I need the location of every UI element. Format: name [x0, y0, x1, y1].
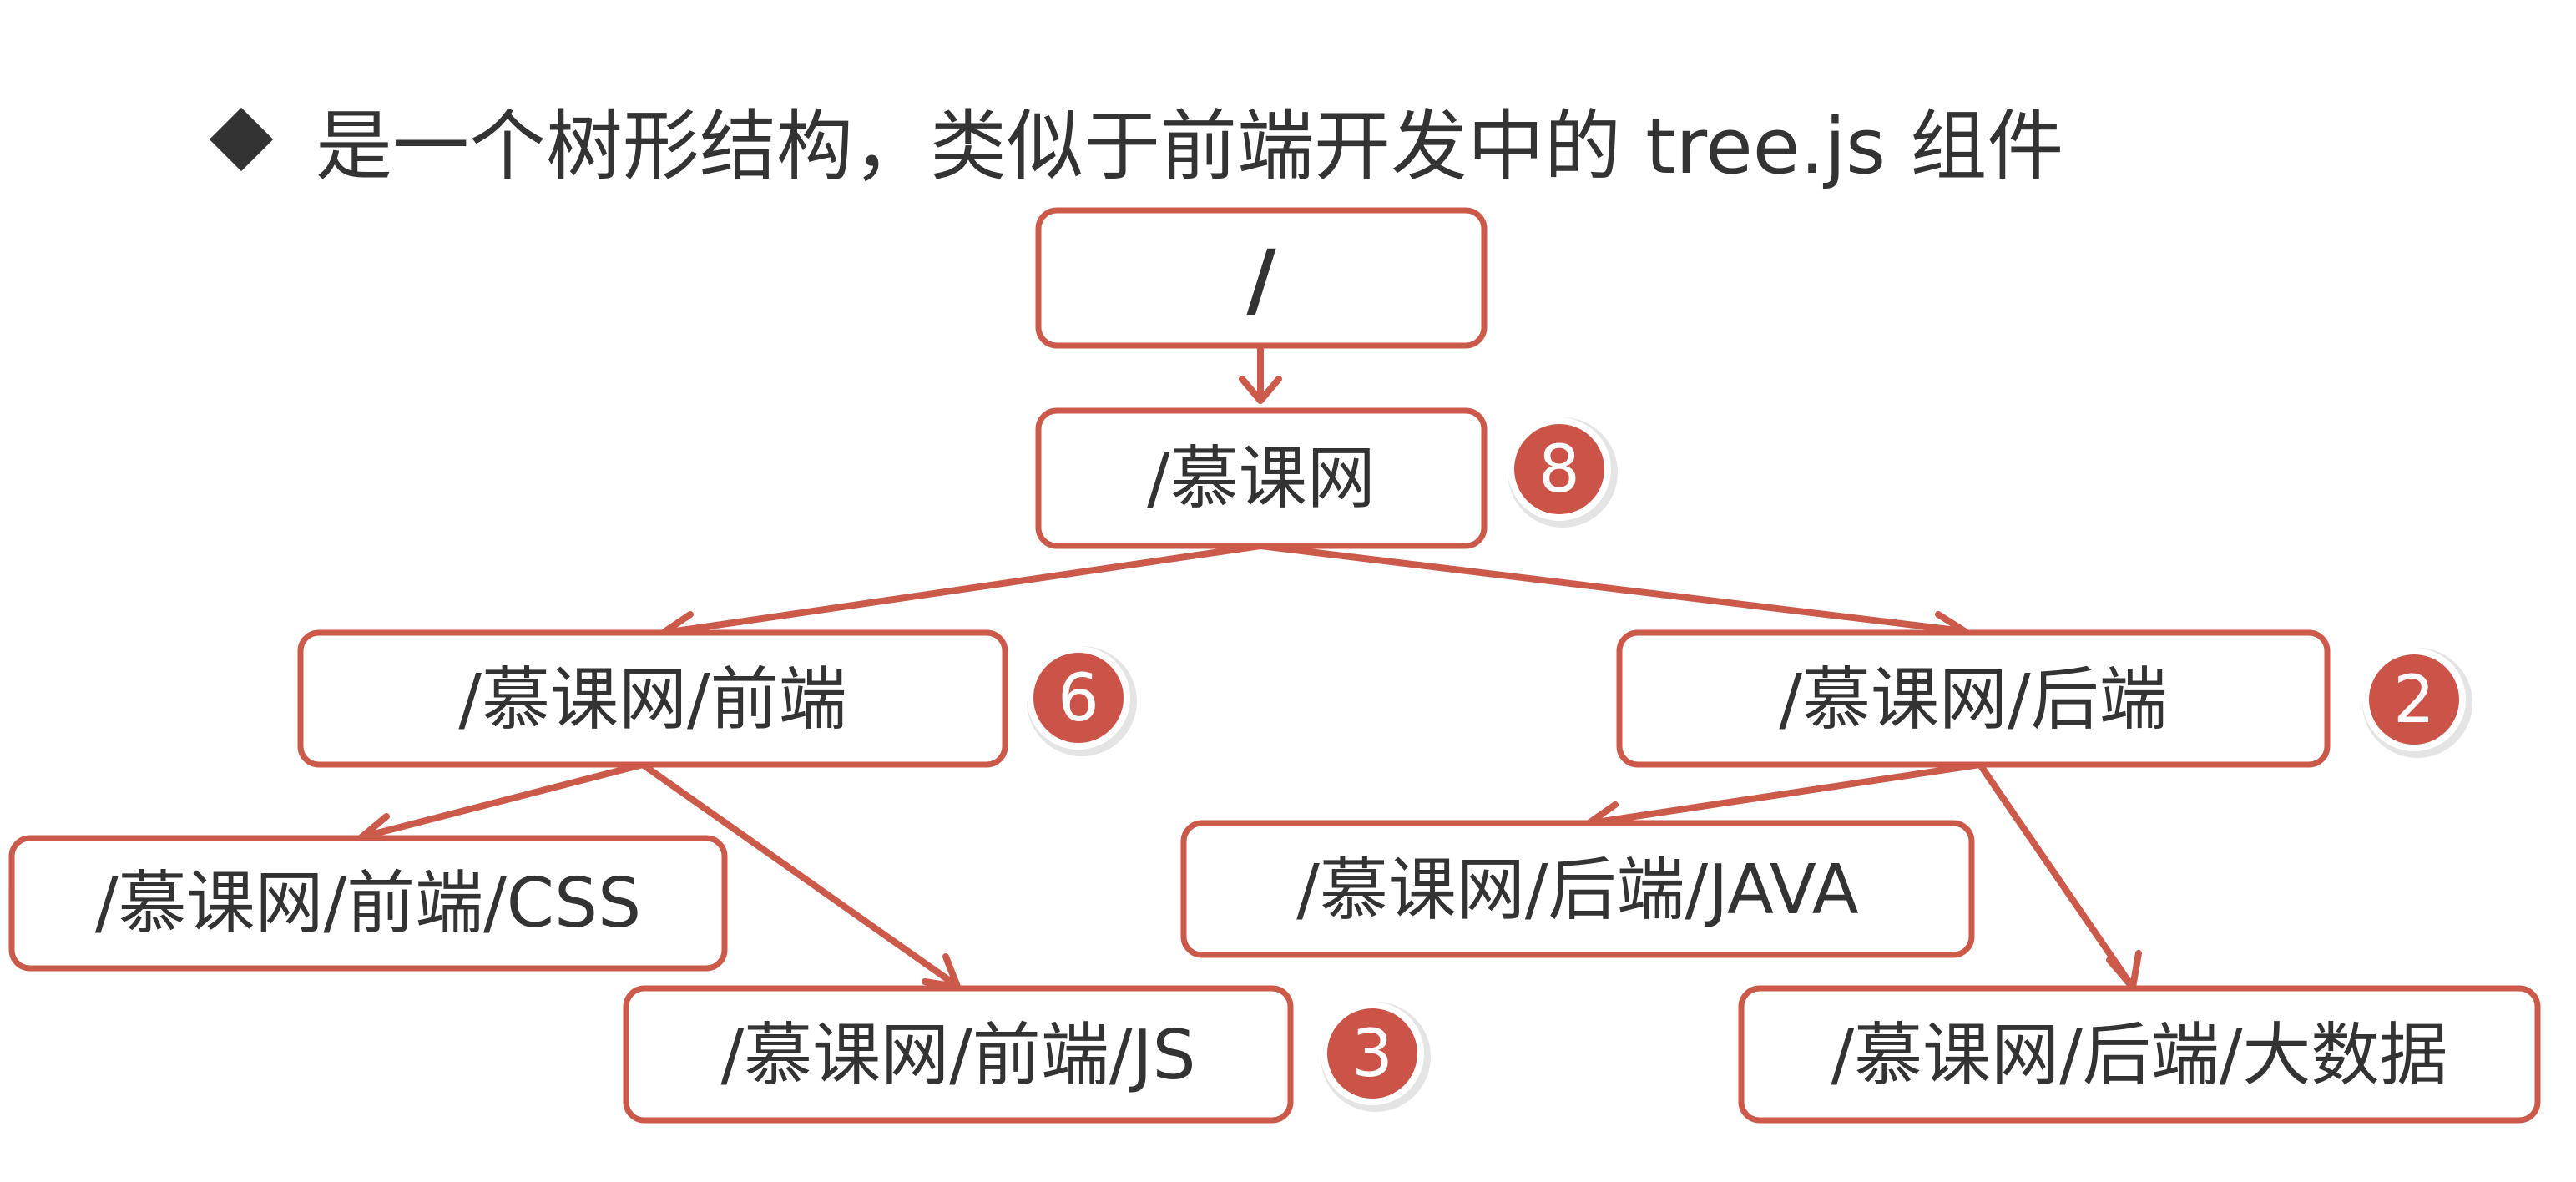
node-bigdata-label: /慕课网/后端/大数据	[1831, 1016, 2448, 1095]
edge-frontend-css	[363, 761, 644, 840]
badge-imooc-count: 8	[1538, 432, 1580, 508]
node-css-label: /慕课网/前端/CSS	[95, 864, 641, 943]
edge-backend-bigdata	[1977, 762, 2134, 988]
badge-js-circle	[1321, 1002, 1424, 1105]
node-imooc-label: /慕课网	[1147, 439, 1376, 518]
node-js-box	[623, 985, 1294, 1124]
node-imooc: /慕课网	[1035, 407, 1488, 549]
badge-js-count: 3	[1351, 1017, 1393, 1092]
badge-backend: 2	[2362, 648, 2472, 758]
node-java: /慕课网/后端/JAVA	[1180, 820, 1975, 958]
heading-text: 是一个树形结构，类似于前端开发中的 tree.js 组件	[316, 101, 2064, 191]
node-root: /	[1035, 207, 1488, 349]
edge-backend-java	[1589, 761, 1981, 826]
node-frontend-box	[297, 629, 1008, 768]
node-bigdata-box	[1738, 985, 2541, 1124]
node-bigdata: /慕课网/后端/大数据	[1738, 985, 2541, 1124]
node-frontend: /慕课网/前端	[297, 629, 1008, 768]
node-backend-label: /慕课网/后端	[1779, 660, 2167, 740]
node-backend-box	[1616, 629, 2331, 768]
node-java-box	[1180, 820, 1975, 958]
badge-frontend-count: 6	[1058, 661, 1099, 736]
node-root-box	[1035, 207, 1488, 349]
node-css-box	[8, 835, 728, 972]
edge-imooc-frontend	[664, 543, 1261, 636]
badge-backend-count: 2	[2393, 663, 2435, 738]
node-imooc-box	[1035, 407, 1488, 549]
node-css: /慕课网/前端/CSS	[8, 835, 728, 972]
node-js-label: /慕课网/前端/JS	[720, 1016, 1195, 1095]
node-java-label: /慕课网/后端/JAVA	[1296, 851, 1858, 930]
badge-js: 3	[1321, 1002, 1431, 1112]
edge-imooc-backend	[1260, 543, 1964, 634]
badge-frontend: 6	[1027, 646, 1137, 756]
node-root-label: /	[1246, 233, 1276, 326]
arrowhead-root-imooc	[1239, 376, 1282, 404]
badge-imooc: 8	[1508, 417, 1618, 528]
slide-heading: 是一个树形结构，类似于前端开发中的 tree.js 组件	[209, 93, 2063, 191]
node-js: /慕课网/前端/JS	[623, 985, 1294, 1124]
node-backend: /慕课网/后端	[1616, 629, 2331, 768]
badge-frontend-circle	[1027, 646, 1130, 750]
edge-frontend-js	[640, 761, 958, 988]
badge-imooc-circle	[1508, 417, 1611, 521]
node-frontend-label: /慕课网/前端	[458, 660, 846, 740]
badge-backend-circle	[2362, 648, 2466, 751]
